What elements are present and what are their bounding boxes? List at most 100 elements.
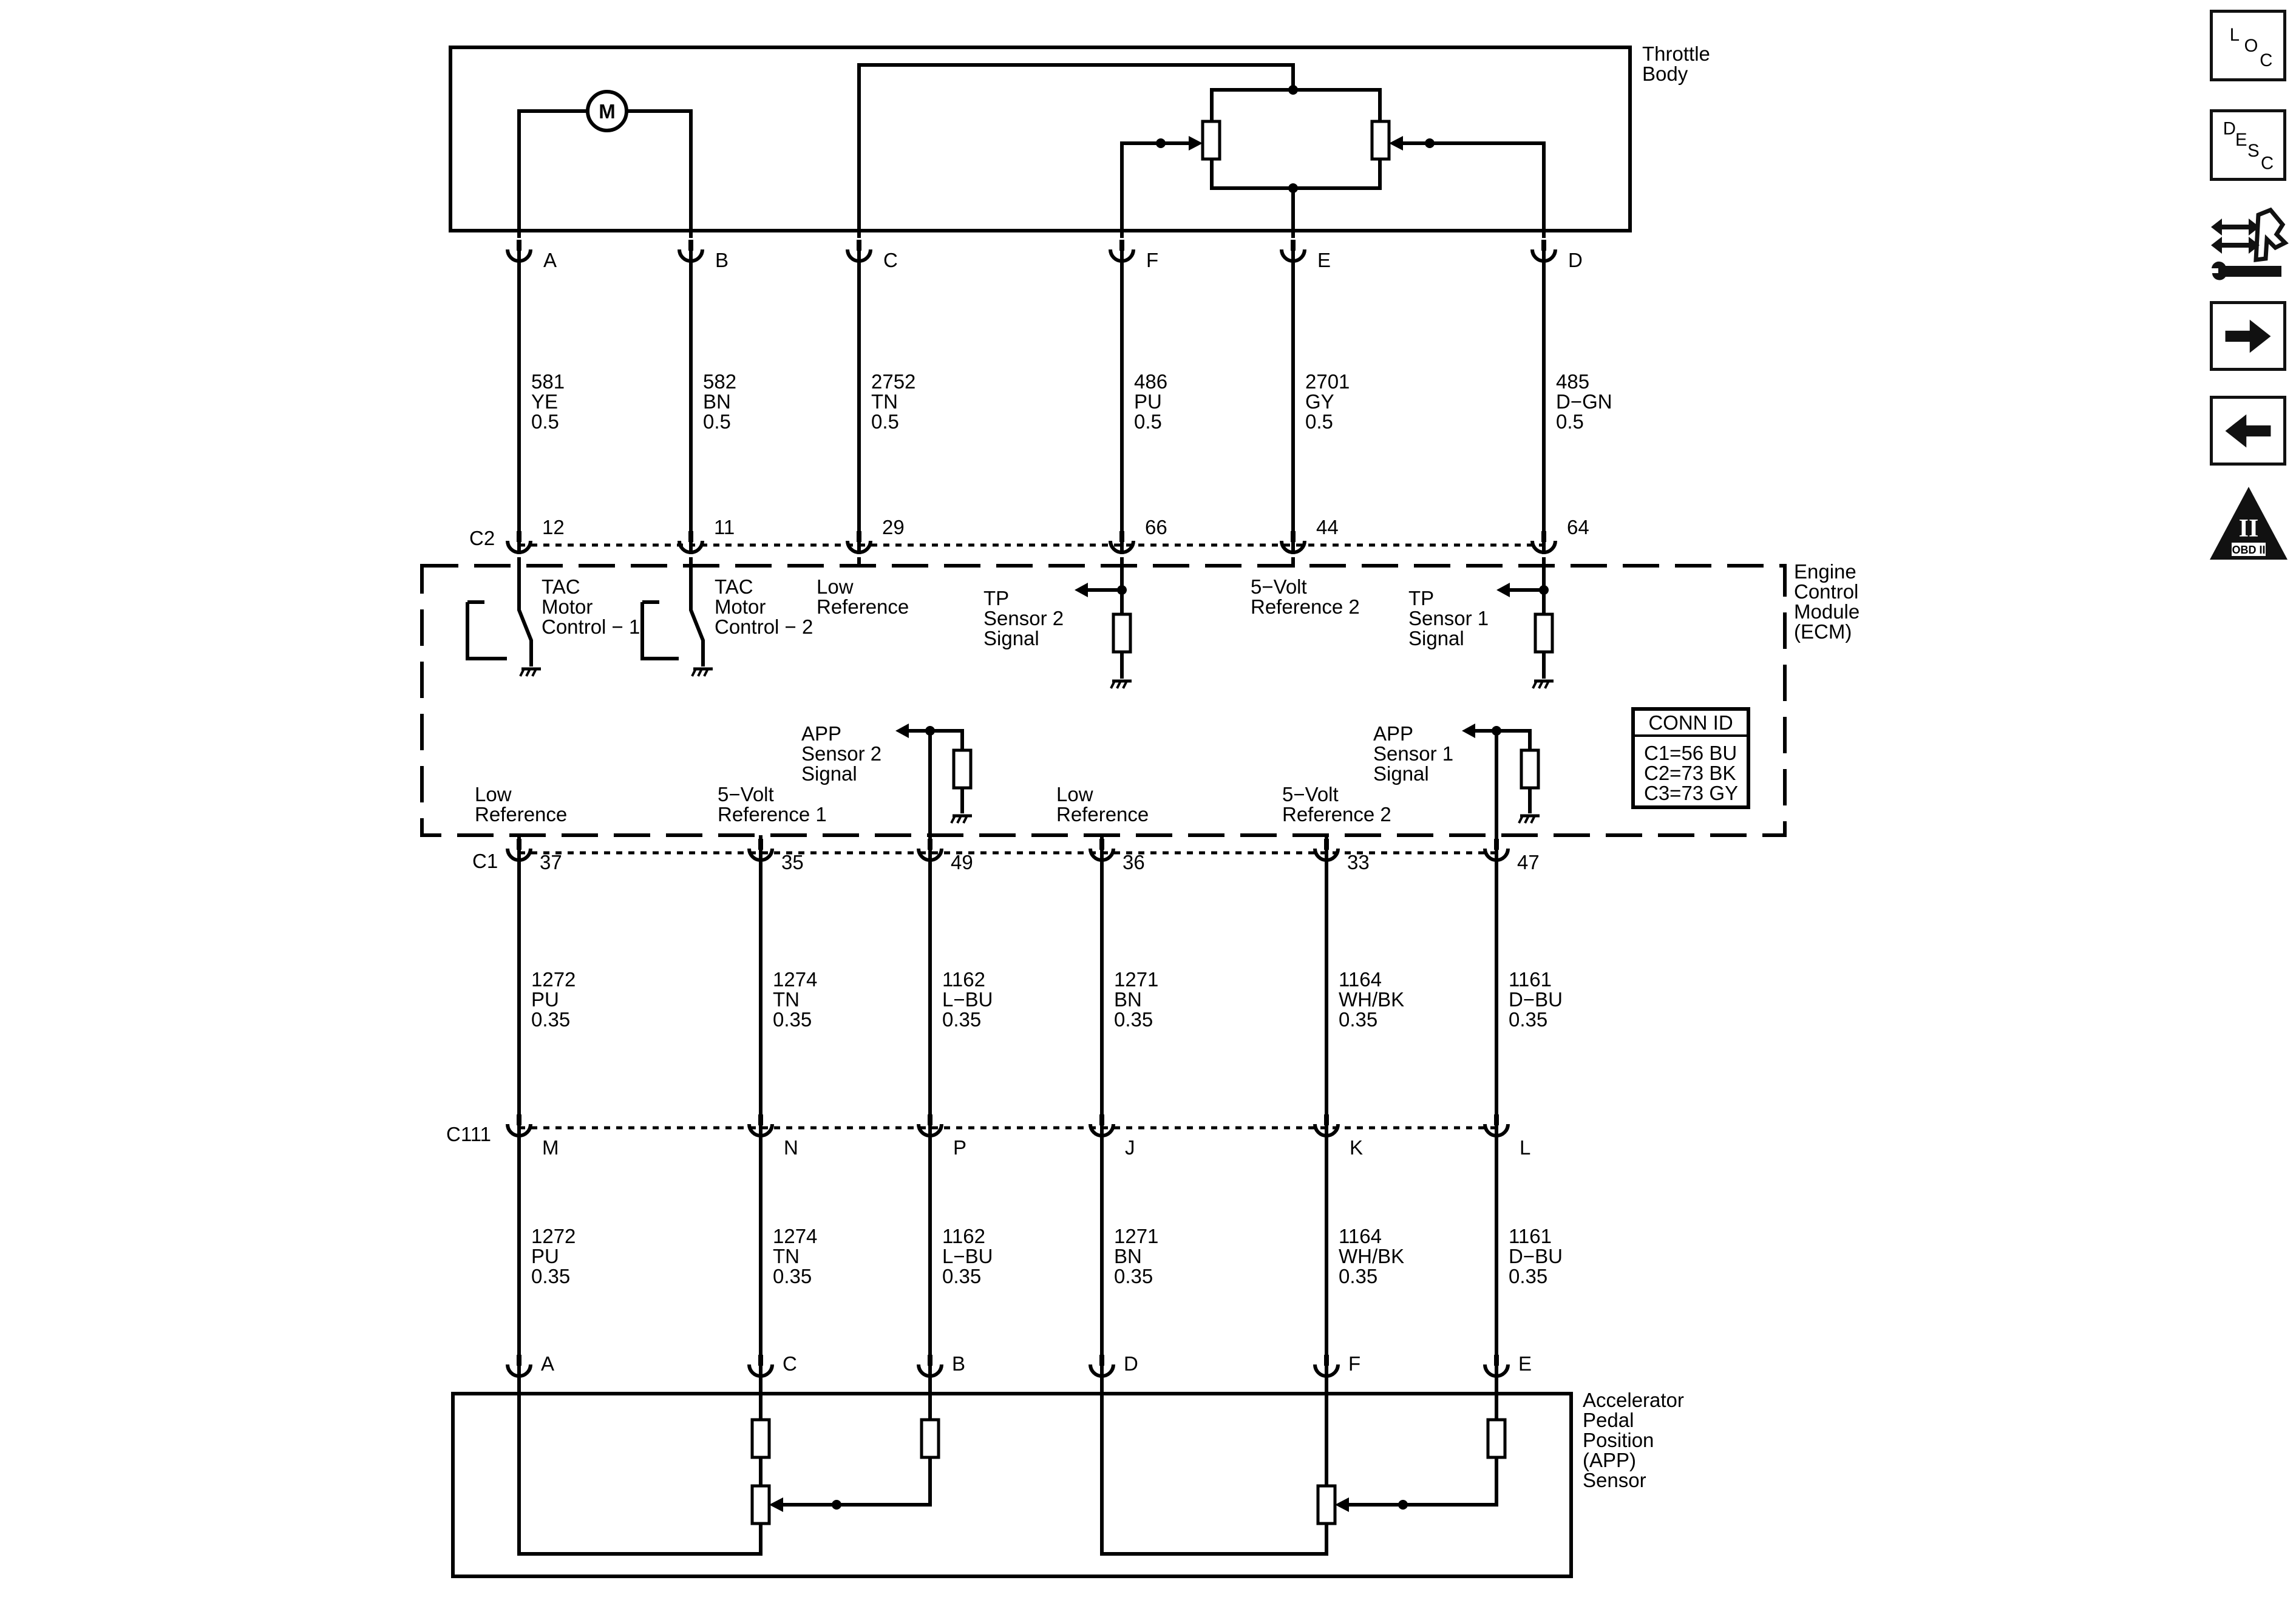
ecm-upper-label-6: Signal [1408,627,1464,649]
obd-numeral: II [2239,515,2259,543]
app-title-line-1: Accelerator [1583,1389,1684,1411]
lower-wire-gauge: 0.35 [1339,1265,1377,1287]
ecm-upper-label-2: TAC [715,575,753,598]
c111-pin-letter: M [542,1136,559,1159]
c2-terminal-5 [1280,531,1306,554]
lower-wire-color: TN [773,1245,800,1267]
conn-id-header: CONN ID [1648,711,1733,734]
lower-wire-circuit: 1274 [773,1225,817,1247]
throttle-body-title-line-1: Throttle [1642,42,1710,65]
upper-wire-circuit: 485 [1556,370,1589,393]
c1-pin-number: 47 [1517,851,1540,873]
desc-letter-e: E [2235,130,2247,150]
c1-terminal-2 [747,839,774,862]
lower-wire-gauge: 0.35 [531,1265,570,1287]
location-button[interactable]: L O C [2210,10,2286,81]
app-terminal-6 [1483,1355,1510,1378]
tac-motor-control-1-switch-ground [519,667,541,677]
ecm-upper-label-3: Low [817,575,854,598]
middle-wire-gauge: 0.35 [1339,1008,1377,1031]
ecm-lower-label-6: Signal [1373,762,1429,785]
conn-id-c3: C3=73 GY [1644,782,1738,804]
upper-wire-circuit: 2701 [1305,370,1350,393]
ecm-upper-label-2: Control − 2 [715,615,813,638]
loc-letter-c: C [2260,50,2272,70]
c111-pin-letter: N [784,1136,798,1159]
ecm-title-line-1: Engine [1794,560,1856,583]
c2-terminal-3 [846,531,872,554]
ecm-upper-label-4: Signal [983,627,1039,649]
c2-pin-number: 29 [882,516,905,538]
upper-wire-color: GY [1305,390,1334,413]
ecm-title-line-4: (ECM) [1794,620,1852,643]
previous-page-button[interactable] [2210,396,2286,466]
middle-wire-color: WH/BK [1339,988,1404,1011]
ecm-upper-label-4: TP [983,587,1009,609]
middle-wire-circuit: 1272 [531,968,576,991]
throttle-position-sensors [857,63,1546,238]
obd-ii-icon[interactable]: II OBD II [2207,484,2290,562]
tp-sensor-2-ground [1110,679,1132,689]
ecm-lower-label-3: Signal [801,762,857,785]
lower-wire-gauge: 0.35 [942,1265,981,1287]
c1-terminal-1 [506,839,532,862]
middle-wire-color: L−BU [942,988,993,1011]
c1-terminal-4 [1089,839,1115,862]
ecm-upper-label-5: 5−Volt [1251,575,1307,598]
terminal-layer [506,240,1557,1378]
tac-motor-control-1-switch [517,557,533,666]
app-sensor-2-ground [950,814,972,824]
middle-wire-gauge: 0.35 [1509,1008,1547,1031]
throttle-terminal-4 [1109,240,1135,263]
app-sensor-internals [517,1377,1507,1556]
app-sensor-2-pullup [952,748,973,790]
loc-letter-l: L [2230,25,2240,45]
ecm-upper-label-5: Reference 2 [1251,595,1360,618]
throttle-pin-letter: D [1568,249,1583,271]
ecm-lower-label-3: APP [801,722,841,745]
app-sensor-1-ground [1518,814,1540,824]
next-page-button[interactable] [2210,301,2286,371]
c2-pin-number: 44 [1316,516,1339,538]
app-sensor-1-pullup [1520,748,1540,790]
c2-terminal-6 [1530,531,1557,554]
throttle-terminal-6 [1530,240,1557,263]
middle-wire-circuit: 1164 [1339,968,1382,991]
ecm-lower-label-5: Reference 2 [1282,803,1391,825]
c1-pin-number: 35 [781,851,804,873]
ecm-lower-label-3: Sensor 2 [801,742,881,765]
description-button[interactable]: D E S C [2210,109,2286,181]
throttle-terminal-5 [1280,240,1306,263]
c2-pin-number: 12 [542,516,565,538]
desc-letter-d: D [2223,119,2236,139]
c111-terminal-4 [1089,1114,1115,1137]
wire-layer [466,243,1549,1369]
middle-wire-circuit: 1274 [773,968,817,991]
ecm-upper-label-6: TP [1408,587,1434,609]
ecm-lower-label-6: Sensor 1 [1373,742,1453,765]
c111-label: C111 [446,1123,491,1145]
repair-procedure-icon[interactable] [2207,206,2290,283]
middle-wire-gauge: 0.35 [531,1008,570,1031]
app-terminal-5 [1313,1355,1340,1378]
c1-terminal-5 [1313,839,1340,862]
motor-symbol: M [517,90,693,238]
c1-terminal-6 [1483,839,1510,862]
throttle-pin-letter: C [883,249,898,271]
c111-pin-letter: P [953,1136,966,1159]
lower-wire-gauge: 0.35 [1114,1265,1153,1287]
c1-pin-number: 37 [540,851,562,873]
conn-id-c1: C1=56 BU [1644,742,1737,764]
app-terminal-3 [917,1355,943,1378]
c111-terminal-6 [1483,1114,1510,1137]
lower-wire-color: L−BU [942,1245,993,1267]
app-pin-letter: A [541,1352,554,1375]
middle-wire-gauge: 0.35 [942,1008,981,1031]
c2-pin-number: 11 [714,516,735,538]
tac-motor-control-2-switch [689,557,705,666]
throttle-terminal-1 [506,240,532,263]
throttle-pin-letter: B [715,249,729,271]
loc-letter-o: O [2244,36,2258,56]
tp-sensor-2-pullup [1112,612,1132,654]
